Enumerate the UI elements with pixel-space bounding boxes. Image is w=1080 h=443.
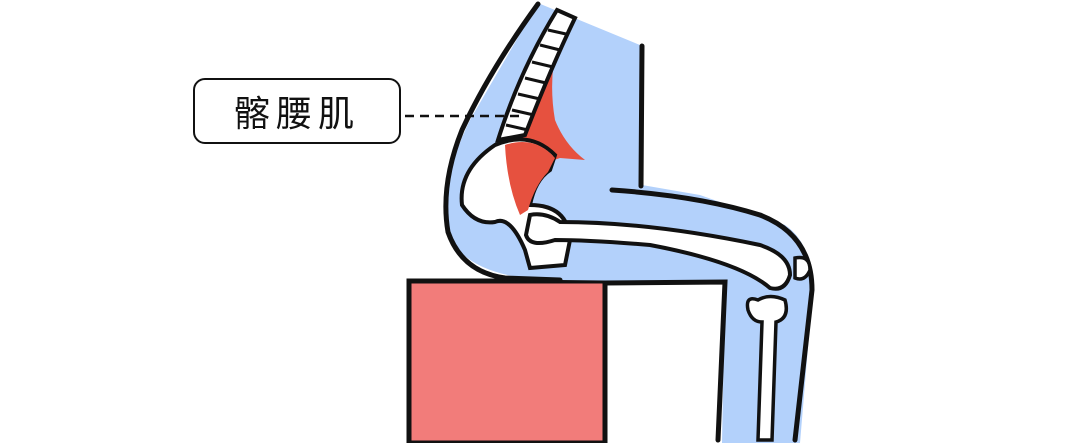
seat-edge-line [602,279,728,443]
pelvis-muscle-overlay [505,141,555,215]
tibia-bone [745,294,789,442]
patella-bone [793,255,812,281]
muscle-label-callout: 髂腰肌 [193,78,401,144]
back-outline [443,1,563,283]
vertebrae-lines [505,28,567,132]
abdomen-line [638,43,645,189]
spine [495,7,578,143]
seat-box [406,278,608,443]
femur-bone [523,212,793,291]
muscle-label-text: 髂腰肌 [233,94,360,135]
